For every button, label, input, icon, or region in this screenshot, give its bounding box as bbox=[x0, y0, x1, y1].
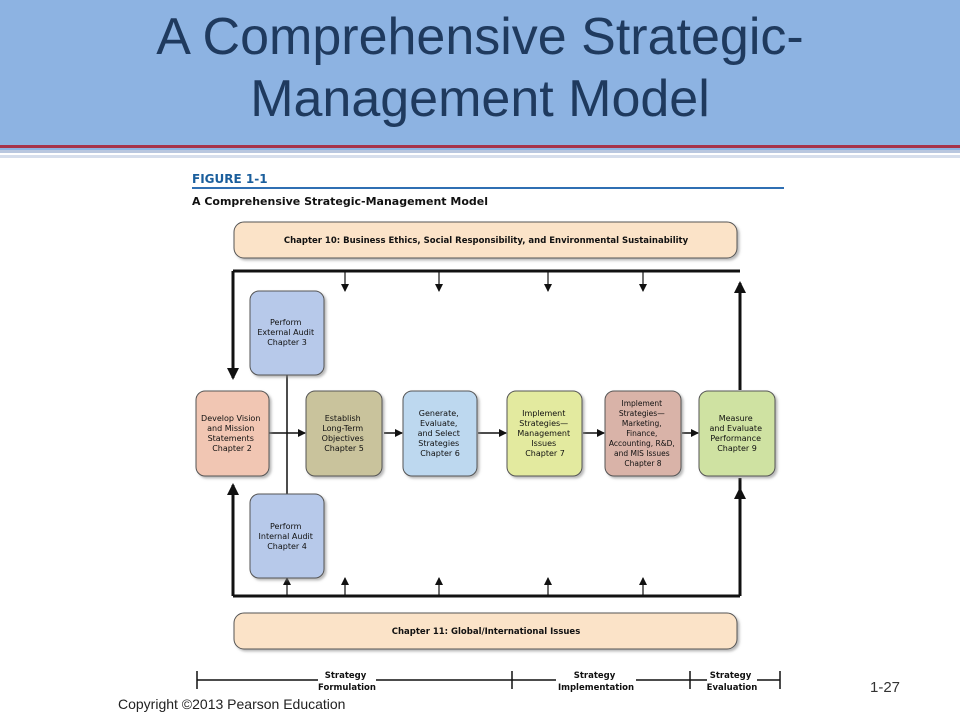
top-banner-label: Chapter 10: Business Ethics, Social Resp… bbox=[284, 236, 689, 246]
box-measure-evaluate: Measure and Evaluate Performance Chapter… bbox=[698, 390, 776, 477]
phase-implementation-label: Strategy Implementation bbox=[558, 671, 634, 693]
box-internal-audit: Perform Internal Audit Chapter 4 bbox=[249, 493, 325, 579]
svg-text:Establish Long-Term: Establish Long-Term Objectives Chapter 5 bbox=[322, 414, 367, 453]
bottom-banner bbox=[233, 612, 738, 650]
svg-text:Implement Strategies—: Implement Strategies— Marketing, Finance… bbox=[609, 399, 677, 468]
box-vision-mission: Develop Vision and Mission Statements Ch… bbox=[195, 390, 270, 477]
title-header bbox=[0, 0, 960, 150]
internal-audit-line: Chapter 4 bbox=[267, 542, 307, 551]
phase-evaluation-label: Strategy Evaluation bbox=[707, 671, 758, 693]
header-divider bbox=[0, 145, 960, 148]
top-influence-arrows bbox=[341, 272, 647, 292]
svg-text:Implement Strategies—: Implement Strategies— Management Issues … bbox=[517, 409, 572, 458]
phase-labels: Strategy Formulation Strategy Implementa… bbox=[318, 669, 757, 693]
slide-title-line2: Management Model bbox=[250, 70, 710, 128]
svg-text:Develop Vision and Missi: Develop Vision and Mission Statements Ch… bbox=[201, 414, 263, 453]
svg-text:Measure and Evaluate: Measure and Evaluate Performance Chapter… bbox=[709, 414, 764, 453]
external-audit-line: Perform bbox=[270, 318, 302, 327]
box-implement-management: Implement Strategies— Management Issues … bbox=[506, 390, 583, 477]
svg-text:Generate, Evaluate,: Generate, Evaluate, and Select Strategie… bbox=[418, 409, 463, 458]
box-select-strategies: Generate, Evaluate, and Select Strategie… bbox=[402, 390, 478, 477]
phase-timeline bbox=[196, 671, 781, 689]
slide-title: A Comprehensive Strategic- Management Mo… bbox=[0, 6, 960, 130]
external-audit-line: Chapter 3 bbox=[267, 338, 307, 347]
header-divider-lighter bbox=[0, 155, 960, 158]
bottom-banner-label: Chapter 11: Global/International Issues bbox=[392, 627, 581, 637]
figure-label: FIGURE 1-1 bbox=[192, 172, 268, 186]
box-long-term-objectives: Establish Long-Term Objectives Chapter 5 bbox=[305, 390, 383, 477]
box-implement-functional: Implement Strategies— Marketing, Finance… bbox=[604, 390, 682, 477]
phase-formulation-label: Strategy Formulation bbox=[318, 671, 376, 693]
copyright-notice: Copyright ©2013 Pearson Education bbox=[118, 696, 346, 712]
figure-rule bbox=[192, 187, 784, 189]
figure-title: A Comprehensive Strategic-Management Mod… bbox=[192, 195, 488, 208]
svg-text:Perform External Audit: Perform External Audit Chapter 3 bbox=[257, 318, 316, 347]
page-number: 1-27 bbox=[870, 679, 901, 696]
internal-audit-line: Perform bbox=[270, 522, 302, 531]
header-divider-light bbox=[0, 150, 960, 153]
svg-text:Perform Internal Audit: Perform Internal Audit Chapter 4 bbox=[259, 522, 316, 551]
bottom-influence-arrows bbox=[283, 577, 647, 595]
box-external-audit: Perform External Audit Chapter 3 bbox=[249, 290, 325, 376]
top-banner bbox=[233, 221, 738, 259]
external-audit-line: External Audit bbox=[257, 328, 314, 337]
internal-audit-line: Internal Audit bbox=[259, 532, 313, 541]
slide-title-line1: A Comprehensive Strategic- bbox=[156, 8, 804, 66]
